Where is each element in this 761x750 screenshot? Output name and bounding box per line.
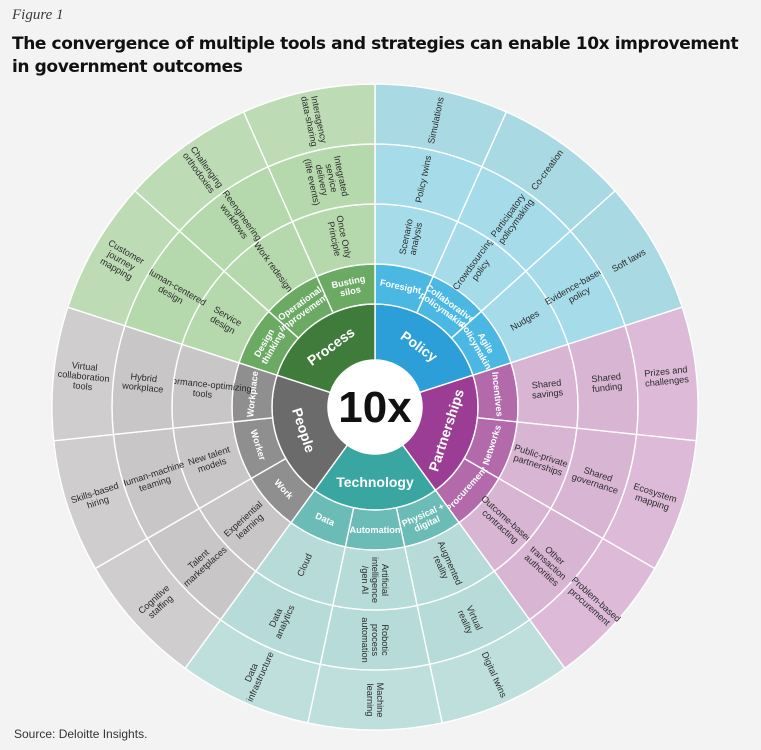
partnerships-tool-label: Prizes andchallenges — [644, 364, 690, 388]
partnerships-tool-label: Sharedfunding — [591, 371, 623, 394]
technology-tool-label: Roboticprocessautomation — [360, 617, 390, 662]
center-label: 10x — [338, 383, 412, 432]
partnerships-tool-label: Sharedsavings — [531, 377, 564, 400]
process-tool-segment — [242, 83, 376, 168]
partnerships-strategy-label: Incentives — [490, 371, 505, 417]
people-strategy-label: Workplace — [245, 371, 260, 418]
technology-tool-label: Artificialintelligence/gen AI — [360, 557, 390, 603]
figure-source: Source: Deloitte Insights. — [14, 727, 148, 741]
technology-tool-label: Machinelearning — [365, 683, 385, 718]
technology-strategy-label: Automation — [349, 525, 400, 535]
process-strategy-label: Bustingsilos — [331, 273, 369, 299]
people-tool-label: Hybridworkplace — [121, 370, 165, 394]
figure-title: The convergence of multiple tools and st… — [12, 34, 739, 77]
figure-label: Figure 1 — [12, 7, 64, 23]
technology-core-label: Technology — [336, 474, 414, 490]
center-disc — [328, 360, 422, 454]
